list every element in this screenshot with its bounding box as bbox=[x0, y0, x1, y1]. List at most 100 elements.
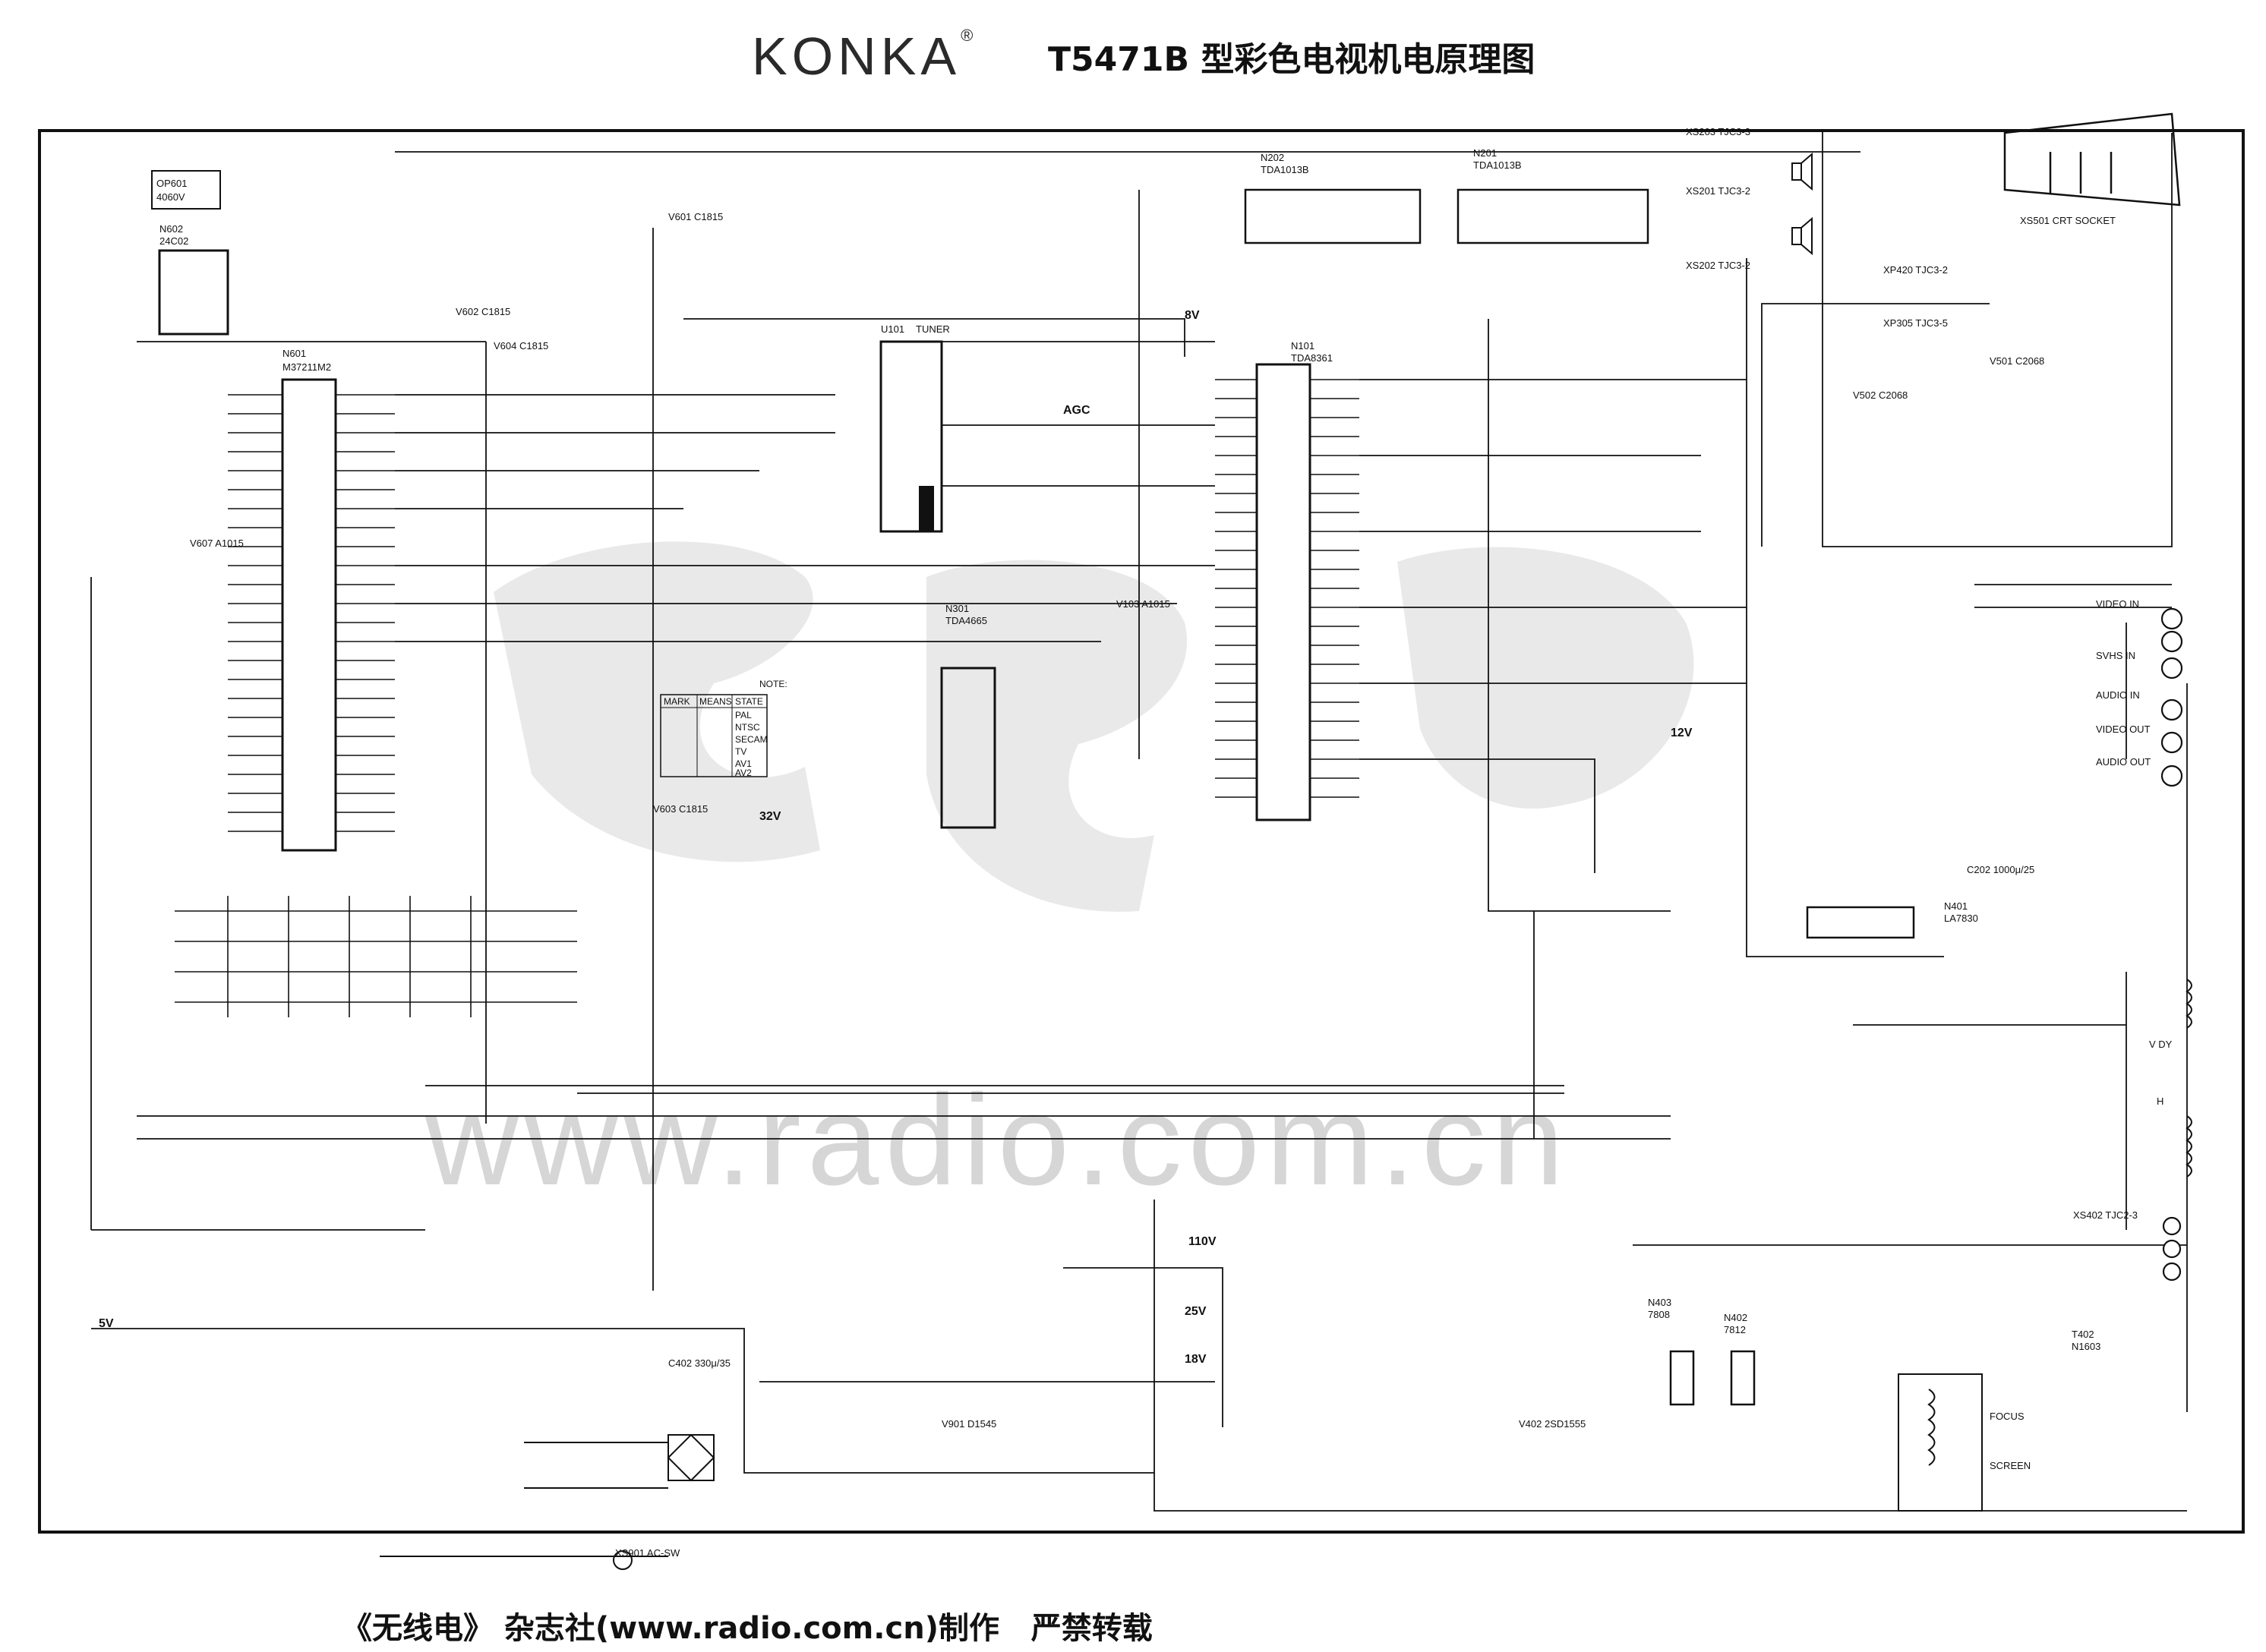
svg-text:V601 C1815: V601 C1815 bbox=[668, 211, 723, 222]
watermark-brush bbox=[494, 541, 1694, 912]
speaker-icons bbox=[1791, 152, 1813, 256]
xs901-label: XS901 AC-SW bbox=[615, 1547, 680, 1559]
wiring bbox=[90, 129, 2188, 1512]
xs402-label: XS402 TJC2-3 bbox=[2073, 1209, 2138, 1221]
xs202-label: XS202 TJC3-2 bbox=[1686, 260, 1750, 271]
svhs-in-label: SVHS IN bbox=[2096, 650, 2135, 661]
voltage-label: 12V bbox=[1671, 727, 1693, 739]
konka-logo: KONKA® bbox=[752, 26, 974, 86]
ic-n101: N101 TDA8361 bbox=[1255, 340, 1333, 821]
ic-n202: N202 TDA1013B bbox=[1244, 152, 1422, 244]
ic-n301: N301 TDA4665 bbox=[940, 603, 996, 829]
svg-text:STATE: STATE bbox=[735, 696, 763, 707]
svg-text:NOTE:: NOTE: bbox=[759, 679, 787, 689]
ic-n201: N201 TDA1013B bbox=[1456, 147, 1649, 244]
h-label: H bbox=[2157, 1096, 2163, 1107]
svg-text:M37211M2: M37211M2 bbox=[282, 361, 331, 373]
focus-label: FOCUS bbox=[1990, 1411, 2025, 1422]
svg-text:MARK: MARK bbox=[664, 696, 690, 707]
svg-text:AV1: AV1 bbox=[735, 758, 752, 769]
watermark: www.radio.com.cn bbox=[424, 1068, 1570, 1212]
svg-text:N202: N202 bbox=[1261, 152, 1284, 163]
xp305-label: XP305 TJC3-5 bbox=[1883, 317, 1948, 329]
svg-text:PAL: PAL bbox=[735, 710, 752, 720]
svg-text:4060V: 4060V bbox=[156, 191, 185, 203]
svg-text:V603 C1815: V603 C1815 bbox=[653, 803, 708, 815]
voltage-label: 110V bbox=[1188, 1235, 1217, 1248]
rca-jacks bbox=[2160, 607, 2183, 1282]
svg-text:24C02: 24C02 bbox=[159, 235, 188, 247]
svg-text:AV2: AV2 bbox=[735, 768, 752, 778]
svg-text:N402: N402 bbox=[1724, 1312, 1747, 1323]
n601-pins bbox=[228, 394, 395, 832]
svg-text:N101: N101 bbox=[1291, 340, 1314, 352]
crt-tube bbox=[2003, 112, 2181, 206]
svg-text:C402 330μ/35: C402 330μ/35 bbox=[668, 1357, 731, 1369]
voltage-label: 5V bbox=[99, 1317, 114, 1330]
voltage-label: 18V bbox=[1185, 1353, 1207, 1366]
note-table: NOTE: MARK MEANS STATE PAL NTSC SECAM TV… bbox=[660, 679, 787, 778]
video-in-label: VIDEO IN bbox=[2096, 598, 2139, 610]
xs201-label: XS201 TJC3-2 bbox=[1686, 185, 1750, 197]
v-dy-label: V DY bbox=[2149, 1039, 2173, 1050]
svg-text:V604 C1815: V604 C1815 bbox=[494, 340, 548, 352]
ic-op601: OP601 4060V bbox=[151, 170, 221, 210]
svg-text:V103 A1015: V103 A1015 bbox=[1116, 598, 1170, 610]
deflection-coils bbox=[2186, 979, 2192, 1178]
svg-text:TDA1013B: TDA1013B bbox=[1261, 164, 1309, 175]
svg-text:OP601: OP601 bbox=[156, 178, 187, 189]
svg-text:V901 D1545: V901 D1545 bbox=[942, 1418, 996, 1430]
video-out-label: VIDEO OUT bbox=[2096, 724, 2151, 735]
svg-text:N1603: N1603 bbox=[2072, 1341, 2100, 1352]
svg-text:LA7830: LA7830 bbox=[1944, 913, 1978, 924]
svg-text:N401: N401 bbox=[1944, 900, 1968, 912]
component-callouts: V601 C1815 V602 C1815 V607 A1015 V604 C1… bbox=[190, 211, 2044, 1430]
svg-text:SECAM: SECAM bbox=[735, 734, 768, 745]
svg-text:TDA4665: TDA4665 bbox=[945, 615, 987, 626]
schematic-title: T5471B 型彩色电视机电原理图 bbox=[1048, 40, 1535, 79]
svg-text:7808: 7808 bbox=[1648, 1309, 1670, 1320]
key-matrix bbox=[175, 896, 577, 1017]
header: KONKA® T5471B 型彩色电视机电原理图 bbox=[0, 0, 2266, 99]
xs203-label: XS203 TJC3-3 bbox=[1686, 126, 1750, 137]
xp420-label: XP420 TJC3-2 bbox=[1883, 264, 1948, 276]
svg-text:V602 C1815: V602 C1815 bbox=[456, 306, 510, 317]
svg-text:NTSC: NTSC bbox=[735, 722, 760, 733]
n101-pins bbox=[1215, 379, 1359, 798]
svg-text:N403: N403 bbox=[1648, 1297, 1671, 1308]
screen-label: SCREEN bbox=[1990, 1460, 2031, 1471]
svg-text:N601: N601 bbox=[282, 348, 306, 359]
svg-text:N201: N201 bbox=[1473, 147, 1497, 159]
xs501-label: XS501 CRT SOCKET bbox=[2020, 215, 2116, 226]
ic-n402: N402 7812 bbox=[1724, 1312, 1756, 1406]
power-section bbox=[380, 1433, 715, 1570]
voltage-label: 8V bbox=[1185, 309, 1200, 322]
svg-text:MEANS: MEANS bbox=[699, 696, 732, 707]
svg-text:TUNER: TUNER bbox=[916, 323, 950, 335]
audio-in-label: AUDIO IN bbox=[2096, 689, 2140, 701]
footer-credit: 《无线电》 杂志社(www.radio.com.cn)制作 严禁转载 bbox=[342, 1611, 1153, 1646]
ic-n403: N403 7808 bbox=[1648, 1297, 1695, 1406]
svg-text:V402 2SD1555: V402 2SD1555 bbox=[1519, 1418, 1586, 1430]
sheet-border bbox=[38, 129, 2245, 1534]
svg-text:TDA8361: TDA8361 bbox=[1291, 352, 1333, 364]
svg-text:U101: U101 bbox=[881, 323, 904, 335]
ic-n601: N601 M37211M2 bbox=[281, 348, 337, 852]
svg-text:T402: T402 bbox=[2072, 1329, 2094, 1340]
svg-text:N301: N301 bbox=[945, 603, 969, 614]
ic-n401: N401 LA7830 bbox=[1806, 900, 1978, 939]
voltage-label: 25V bbox=[1185, 1305, 1207, 1318]
agc-label: AGC bbox=[1063, 404, 1090, 417]
tuner-u101: U101 TUNER bbox=[879, 323, 950, 533]
ic-n602: N602 24C02 bbox=[158, 223, 229, 336]
svg-text:TDA1013B: TDA1013B bbox=[1473, 159, 1522, 171]
svg-text:TV: TV bbox=[735, 746, 746, 757]
svg-text:C202 1000μ/25: C202 1000μ/25 bbox=[1967, 864, 2034, 875]
audio-out-label: AUDIO OUT bbox=[2096, 756, 2151, 768]
svg-text:V502 C2068: V502 C2068 bbox=[1853, 389, 1908, 401]
voltage-label: 32V bbox=[759, 810, 781, 823]
svg-text:V501 C2068: V501 C2068 bbox=[1990, 355, 2044, 367]
svg-text:N602: N602 bbox=[159, 223, 183, 235]
svg-text:V607 A1015: V607 A1015 bbox=[190, 538, 244, 549]
